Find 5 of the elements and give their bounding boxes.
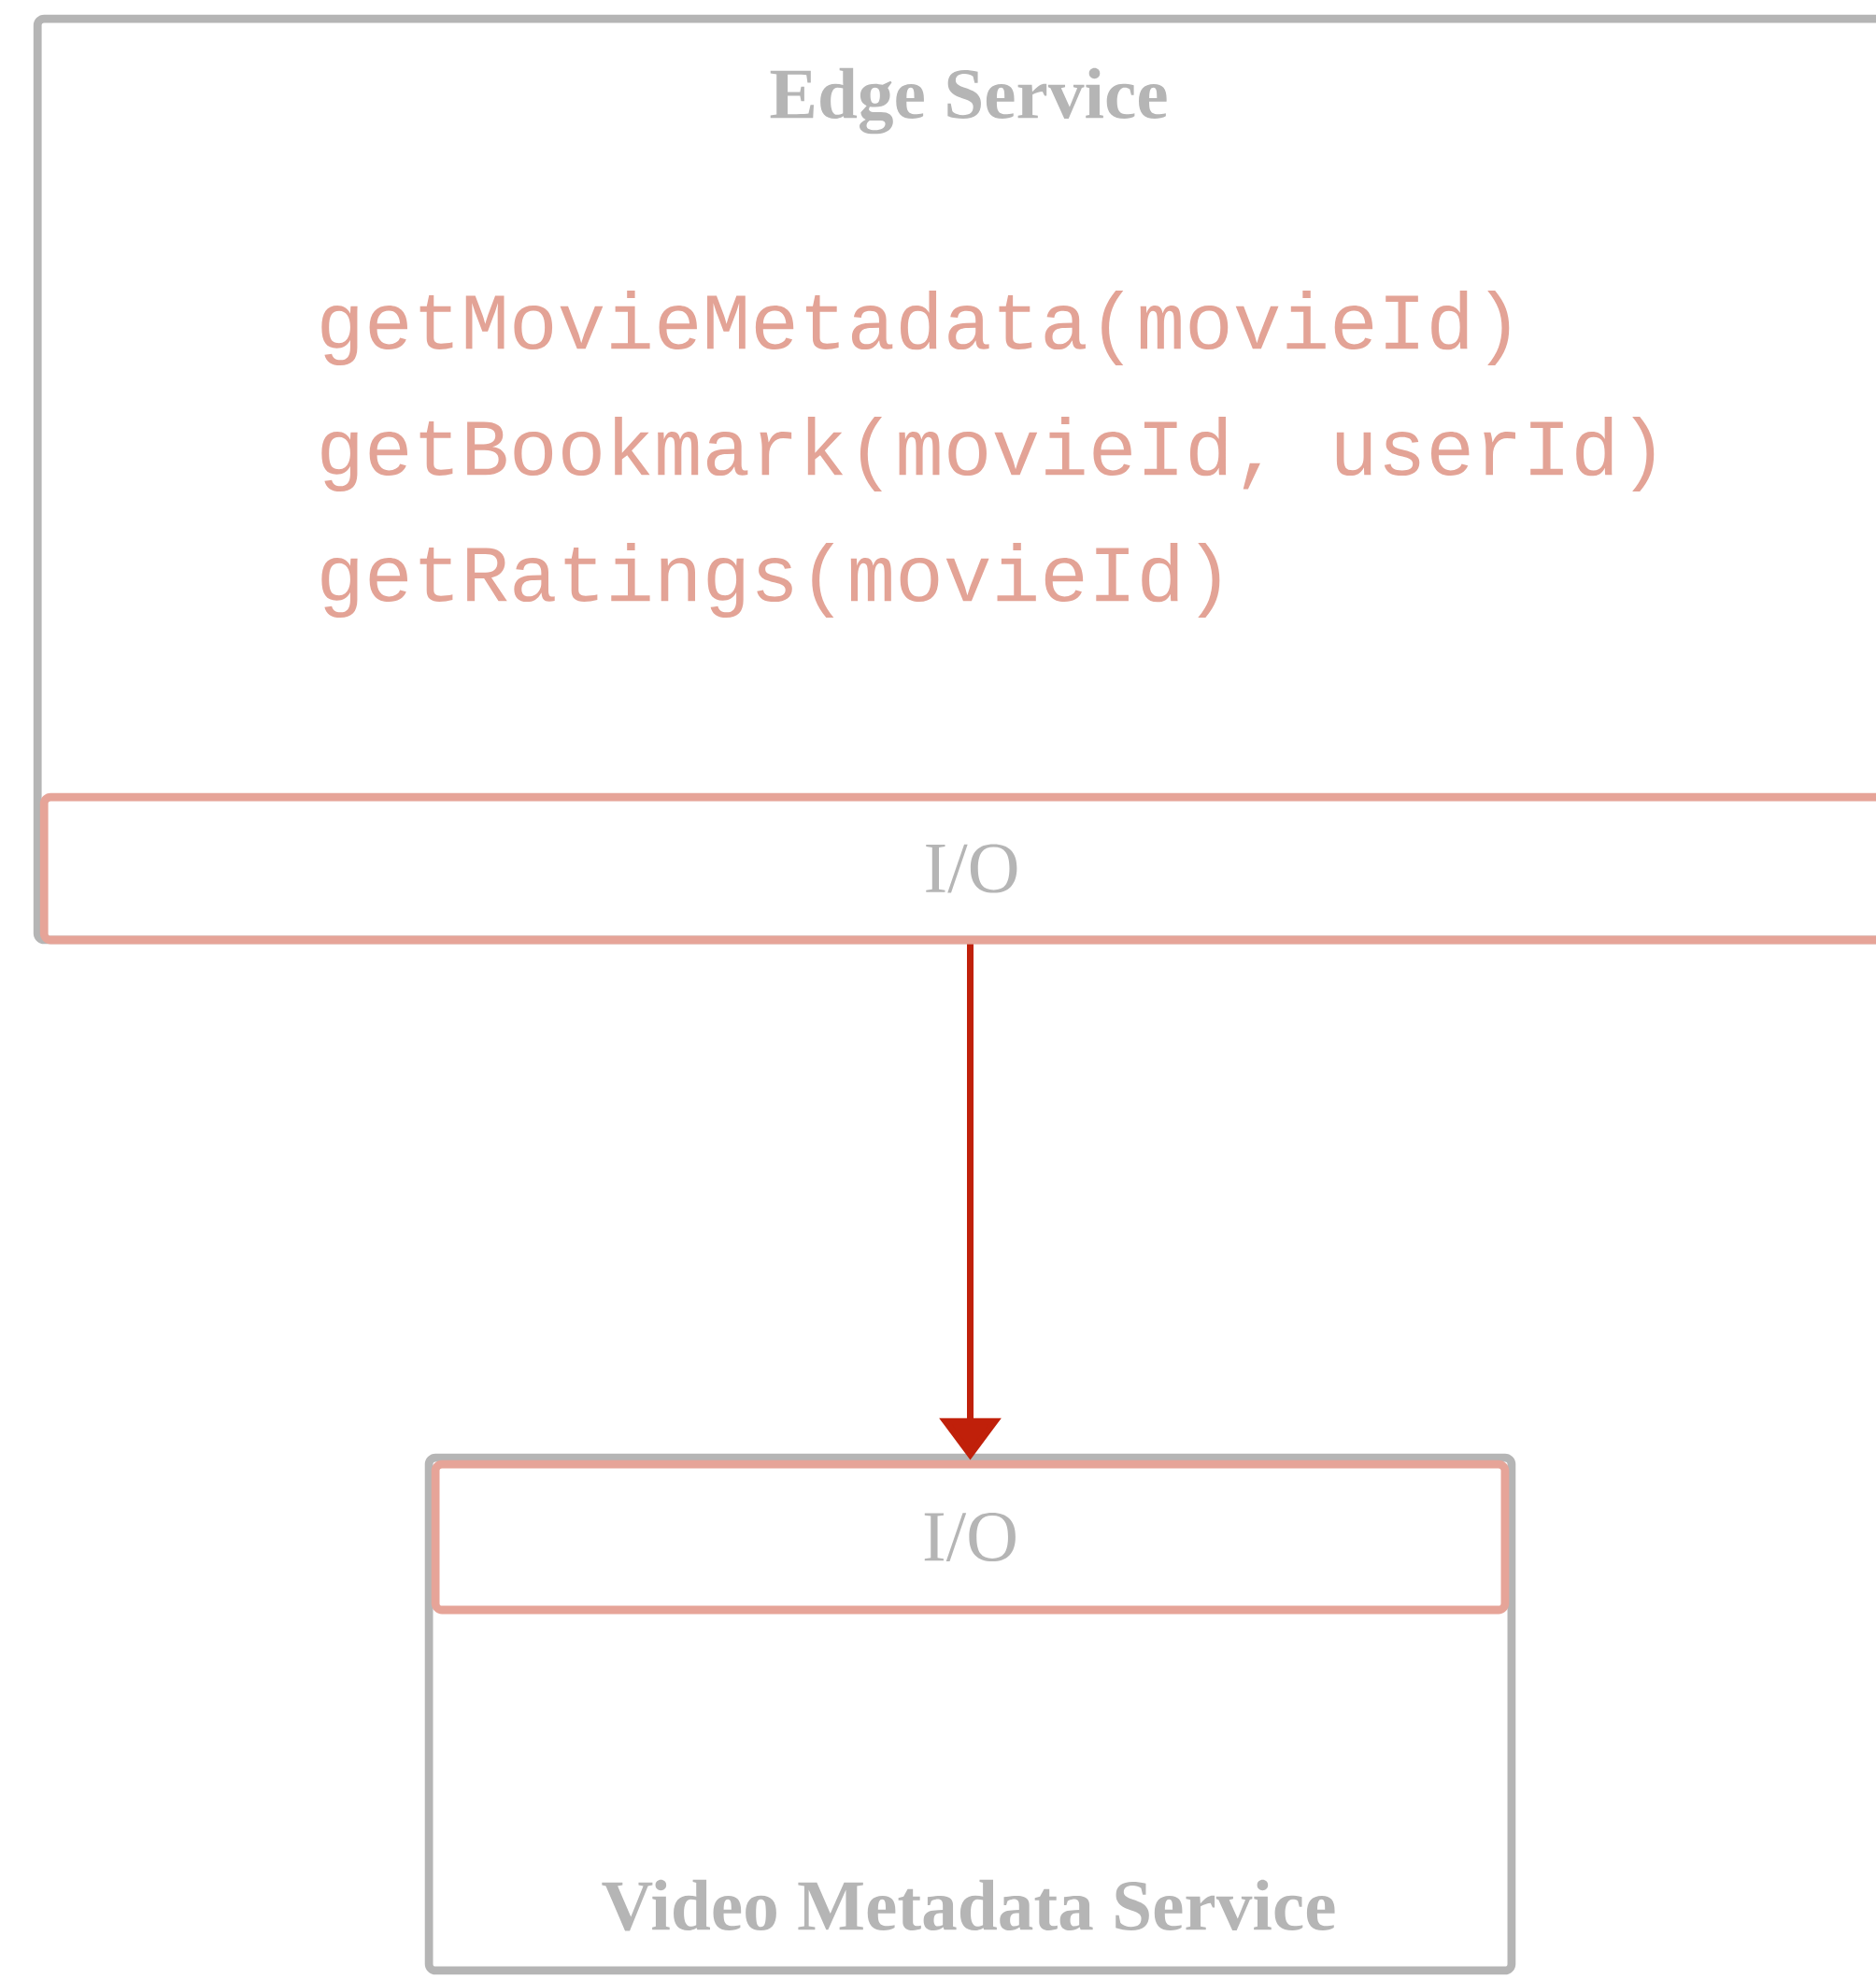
io-band: I/O: [431, 1459, 1510, 1615]
code-line: getRatings(movieId): [321, 542, 1220, 619]
io-band: I/O: [39, 792, 1876, 945]
code-line: getMovieMetadata(movieId): [321, 290, 1510, 366]
code-line: getBookmark(movieId, userId): [321, 416, 1655, 492]
